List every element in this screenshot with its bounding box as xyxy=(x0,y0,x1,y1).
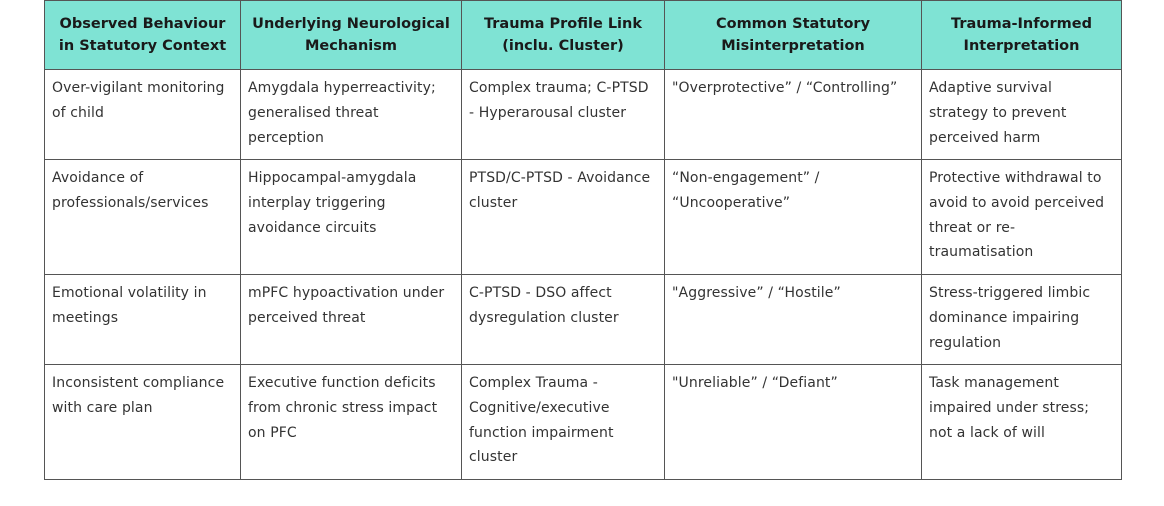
cell-trauma-informed-interpretation: Task management impaired under stress; n… xyxy=(921,364,1122,480)
cell-observed-behaviour: Emotional volatility in meetings xyxy=(44,274,241,365)
table-header-row: Observed Behaviour in Statutory Context … xyxy=(44,0,1122,70)
cell-trauma-profile-link: Complex trauma; C-PTSD - Hyperarousal cl… xyxy=(461,69,665,160)
cell-statutory-misinterpretation: "Overprotective” / “Controlling” xyxy=(664,69,922,160)
cell-trauma-informed-interpretation: Adaptive survival strategy to prevent pe… xyxy=(921,69,1122,160)
table-row: Emotional volatility in meetings mPFC hy… xyxy=(44,274,1122,365)
cell-neurological-mechanism: mPFC hypoactivation under perceived thre… xyxy=(240,274,462,365)
table-row: Avoidance of professionals/services Hipp… xyxy=(44,159,1122,275)
cell-statutory-misinterpretation: "Aggressive” / “Hostile” xyxy=(664,274,922,365)
cell-trauma-informed-interpretation: Protective withdrawal to avoid to avoid … xyxy=(921,159,1122,275)
cell-neurological-mechanism: Executive function deficits from chronic… xyxy=(240,364,462,480)
cell-statutory-misinterpretation: "Unreliable” / “Defiant” xyxy=(664,364,922,480)
cell-statutory-misinterpretation: “Non-engagement” / “Uncooperative” xyxy=(664,159,922,275)
trauma-interpretation-table: Observed Behaviour in Statutory Context … xyxy=(44,0,1122,480)
table-row: Over-vigilant monitoring of child Amygda… xyxy=(44,69,1122,160)
cell-trauma-profile-link: Complex Trauma - Cognitive/executive fun… xyxy=(461,364,665,480)
cell-observed-behaviour: Avoidance of professionals/services xyxy=(44,159,241,275)
header-trauma-profile-link: Trauma Profile Link (inclu. Cluster) xyxy=(461,0,665,70)
header-observed-behaviour: Observed Behaviour in Statutory Context xyxy=(44,0,241,70)
table-row: Inconsistent compliance with care plan E… xyxy=(44,364,1122,480)
cell-neurological-mechanism: Amygdala hyperreactivity; generalised th… xyxy=(240,69,462,160)
cell-neurological-mechanism: Hippocampal-amygdala interplay triggerin… xyxy=(240,159,462,275)
header-statutory-misinterpretation: Common Statutory Misinterpretation xyxy=(664,0,922,70)
header-trauma-informed-interpretation: Trauma-Informed Interpretation xyxy=(921,0,1122,70)
cell-observed-behaviour: Over-vigilant monitoring of child xyxy=(44,69,241,160)
cell-trauma-informed-interpretation: Stress-triggered limbic dominance impair… xyxy=(921,274,1122,365)
cell-trauma-profile-link: C-PTSD - DSO affect dysregulation cluste… xyxy=(461,274,665,365)
header-neurological-mechanism: Underlying Neurological Mechanism xyxy=(240,0,462,70)
cell-observed-behaviour: Inconsistent compliance with care plan xyxy=(44,364,241,480)
cell-trauma-profile-link: PTSD/C-PTSD - Avoidance cluster xyxy=(461,159,665,275)
